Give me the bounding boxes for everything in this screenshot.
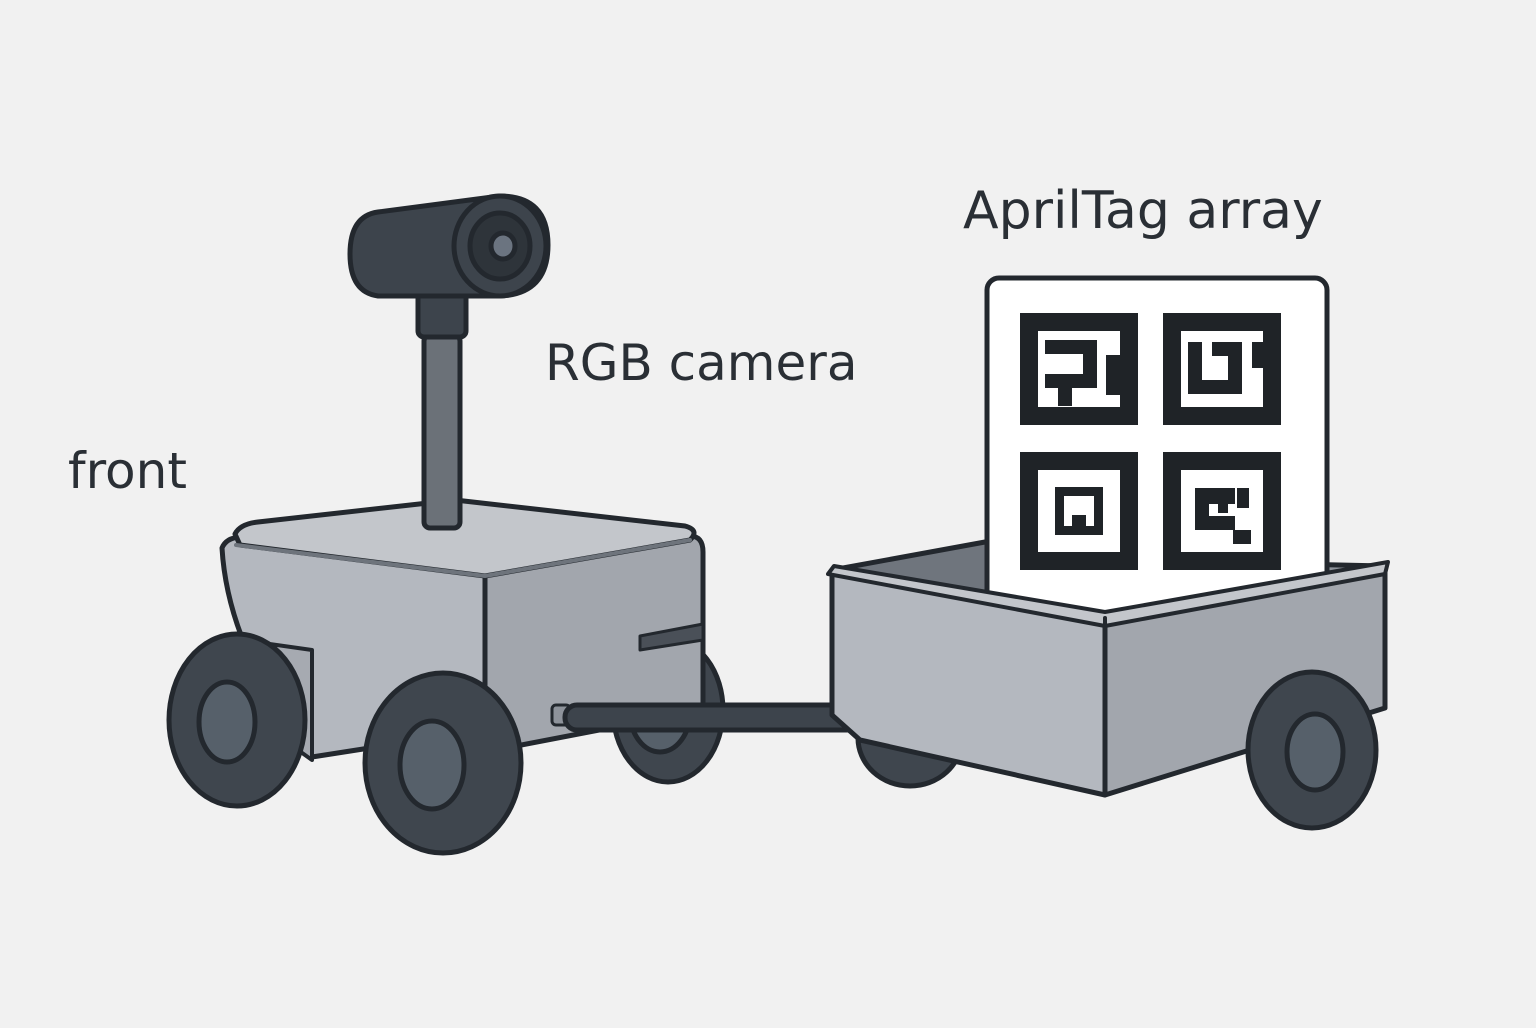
rgb-camera-label: RGB camera [545,334,857,392]
apriltag-2 [1163,313,1281,425]
trailer-cart-body [826,560,1390,798]
rgb-camera [347,193,551,531]
front-label: front [68,442,187,500]
robot-front-left-wheel [166,631,308,809]
robot-rover-body [219,497,706,762]
apriltag-4 [1163,452,1281,570]
robot-front-right-wheel [362,670,524,856]
trailer-front-wheel [1245,669,1379,831]
apriltag-array-label: AprilTag array [963,181,1323,241]
apriltag-1 [1020,313,1138,425]
apriltag-grid [1020,313,1281,570]
apriltag-3 [1020,452,1138,570]
